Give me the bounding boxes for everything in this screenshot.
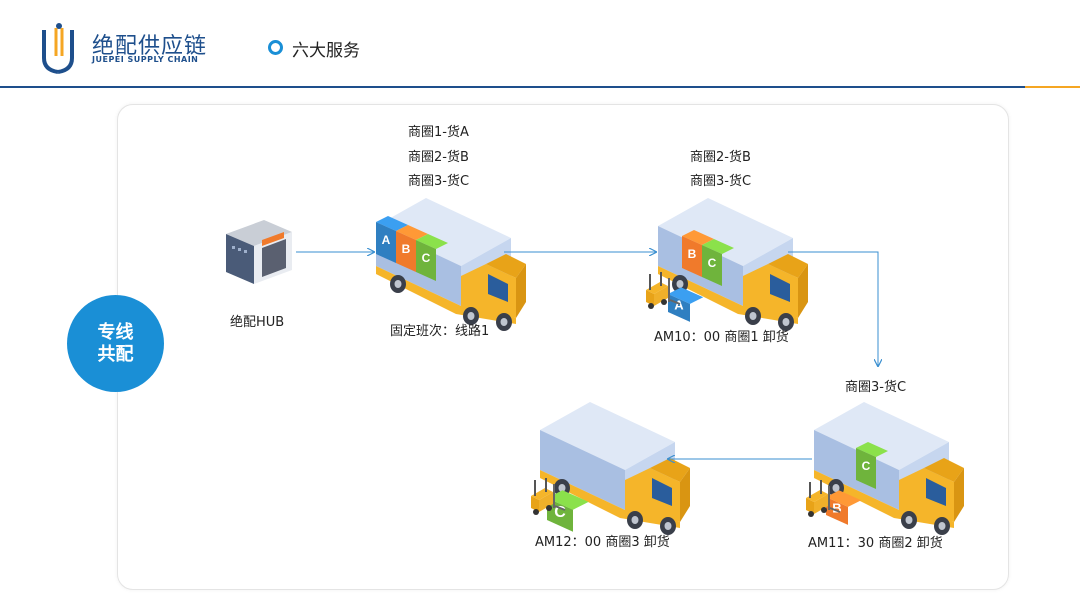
- truck3-cargo-1: 商圈3-货C: [845, 380, 907, 395]
- truck2-cargo-1: 商圈2-货B: [690, 150, 751, 165]
- truck1-box-C-letter: C: [422, 251, 431, 265]
- truck1-box-B-letter: B: [402, 242, 411, 256]
- truck4-caption: AM12：00 商圈3 卸货: [535, 535, 670, 550]
- brand-name-cn: 绝配供应链: [92, 34, 208, 59]
- hub-label: 绝配HUB: [230, 315, 285, 330]
- truck2-box-B-letter: B: [688, 247, 697, 261]
- truck3-caption: AM11：30 商圈2 卸货: [808, 536, 943, 551]
- truck2-box-C: C: [702, 239, 734, 286]
- arrow-truck2-to-truck3: [788, 251, 878, 366]
- truck1-box-A-letter: A: [382, 233, 391, 247]
- header-divider: [0, 86, 1080, 88]
- truck3-box-C-letter: C: [862, 459, 871, 473]
- unloaded-box-C-letter: C: [554, 504, 566, 521]
- hub-warehouse-icon: [226, 220, 292, 284]
- truck1-cargo-1: 商圈1-货A: [408, 125, 469, 140]
- service-badge: 专线共配: [67, 295, 164, 392]
- brand-name-en: JUEPEI SUPPLY CHAIN: [92, 55, 199, 64]
- truck2-box-C-letter: C: [708, 256, 717, 270]
- badge-line1: 专线: [97, 321, 134, 343]
- truck1-box-C: C: [416, 234, 448, 281]
- truck1-cargo-3: 商圈3-货C: [408, 174, 470, 189]
- truck1-cargo-2: 商圈2-货B: [408, 150, 469, 165]
- badge-line2: 共配: [97, 343, 134, 365]
- section-title: 六大服务: [292, 41, 360, 61]
- section-bullet-icon: [268, 40, 283, 55]
- truck2-cargo-2: 商圈3-货C: [690, 174, 752, 189]
- truck3-box-C: C: [856, 442, 888, 489]
- truck-1-icon: [376, 198, 526, 331]
- brand-logo-icon: [42, 23, 74, 74]
- truck2-box-B: B: [682, 230, 714, 277]
- unloaded-box-B-letter: B: [832, 501, 841, 516]
- truck1-box-A: A: [376, 216, 408, 263]
- truck1-caption: 固定班次：线路1: [390, 324, 490, 339]
- truck2-caption: AM10：00 商圈1 卸货: [654, 330, 789, 345]
- truck1-box-B: B: [396, 225, 428, 272]
- header-divider-accent: [1025, 86, 1080, 88]
- unloaded-box-A-letter: A: [674, 298, 684, 313]
